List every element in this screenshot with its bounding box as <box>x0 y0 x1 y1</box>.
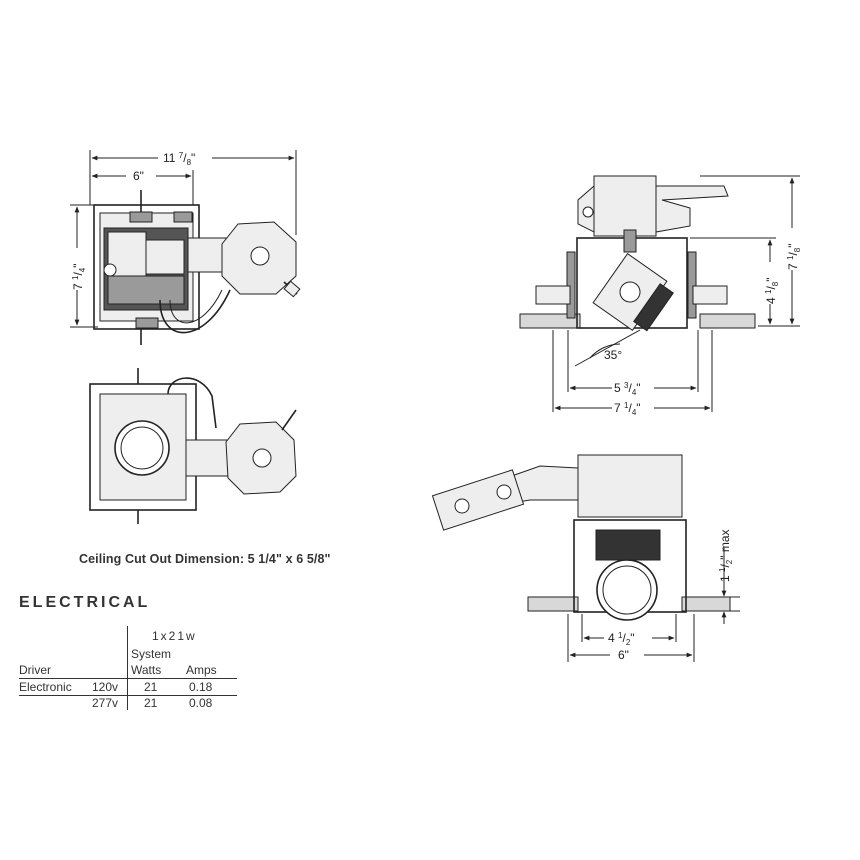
dim-max-thickness: 1 1/2" max <box>718 529 734 582</box>
dim-housing-height: 4 1/8" <box>764 277 780 304</box>
dim-total-height: 7 1/8" <box>786 243 802 270</box>
table-vertical-rule <box>127 626 128 710</box>
table-row-rule <box>19 695 237 696</box>
dim-front-outer-width: 6" <box>618 648 629 662</box>
config-label: 1x21w <box>152 629 197 643</box>
column-header-driver: Driver <box>19 663 51 677</box>
dim-overall-width: 11 7/8" <box>163 151 195 167</box>
row-1-amps: 0.18 <box>189 680 213 694</box>
column-header-watts: Watts <box>131 663 162 677</box>
dim-front-inner-width: 4 1/2" <box>608 631 635 647</box>
row-1-voltage: 120v <box>92 680 119 694</box>
row-2-voltage: 277v <box>92 696 119 710</box>
row-1-driver: Electronic <box>19 680 72 694</box>
table-header-rule <box>19 678 237 679</box>
row-2-watts: 21 <box>144 696 158 710</box>
top-view <box>70 150 301 345</box>
electrical-heading: ELECTRICAL <box>19 594 151 611</box>
row-2-amps: 0.08 <box>189 696 213 710</box>
dim-side-outer-width: 7 1/4" <box>614 401 641 417</box>
dim-tilt-angle: 35° <box>604 348 622 362</box>
bottom-view <box>89 368 297 524</box>
column-header-system: System <box>131 647 172 661</box>
row-1-watts: 21 <box>144 680 158 694</box>
front-view <box>431 454 740 662</box>
ceiling-cutout-dimension: Ceiling Cut Out Dimension: 5 1/4" x 6 5/… <box>79 552 331 566</box>
side-view <box>519 175 800 412</box>
dim-frame-height: 7 1/4" <box>71 263 87 290</box>
dim-inner-width: 6" <box>133 169 144 183</box>
column-header-amps: Amps <box>186 663 217 677</box>
dim-side-inner-width: 5 3/4" <box>614 381 641 397</box>
